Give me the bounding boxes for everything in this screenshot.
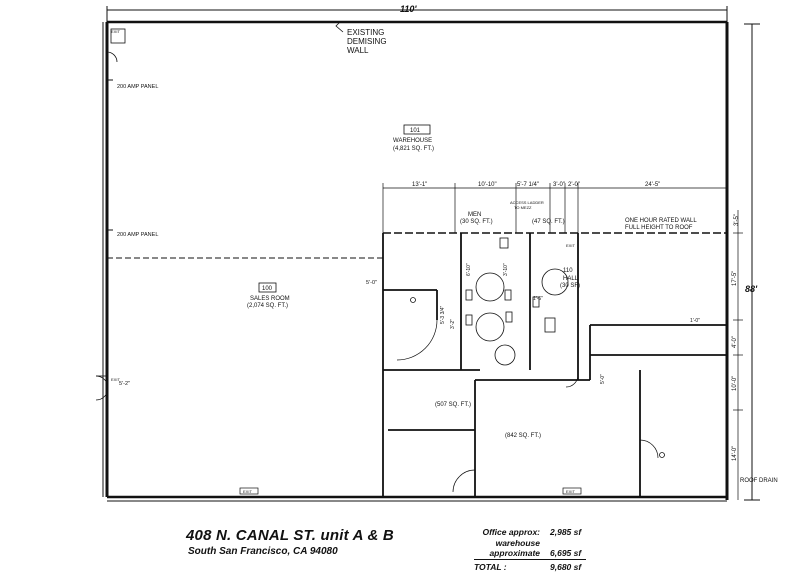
misc-dim-5-0b: 5'-0" bbox=[600, 374, 606, 384]
overall-width-label: 110' bbox=[400, 4, 417, 14]
hall-door-swing bbox=[565, 374, 579, 388]
dim-seg-2: 10'-10" bbox=[478, 182, 497, 188]
exit-door-top-left bbox=[106, 28, 126, 63]
exit-label-top: EXIT bbox=[111, 29, 120, 34]
ladder-line-2: TO MEZZ bbox=[514, 205, 532, 210]
area-label: approximate bbox=[489, 548, 540, 558]
right-dim-3: 4'-0" bbox=[732, 336, 738, 348]
demising-wall-line-1: EXISTING bbox=[347, 28, 384, 37]
office-a-area: (507 SQ. FT.) bbox=[435, 402, 471, 408]
demising-leader bbox=[335, 21, 344, 33]
women-area: (47 SQ. FT.) bbox=[532, 219, 565, 225]
misc-dim-1-6: 1'-6" bbox=[533, 296, 543, 302]
area-label: Office approx: bbox=[482, 527, 540, 537]
warehouse-number: 101 bbox=[410, 128, 421, 134]
area-value: 2,985 sf bbox=[550, 527, 582, 537]
restroom-fixtures bbox=[465, 237, 569, 366]
property-city: South San Francisco, CA 94080 bbox=[188, 546, 338, 557]
area-value: 6,695 sf bbox=[550, 548, 582, 558]
warehouse-name: WAREHOUSE bbox=[393, 138, 432, 144]
area-row: Office approx: 2,985 sf bbox=[470, 527, 600, 538]
total-label: TOTAL : bbox=[474, 562, 507, 572]
ladder-line-1: ACCESS LADDER bbox=[510, 200, 544, 205]
sales-door-swing bbox=[396, 319, 438, 361]
right-dimension-string bbox=[733, 210, 743, 500]
area-summary: Office approx: 2,985 sf warehouse approx… bbox=[470, 527, 600, 559]
rated-wall-text-2: FULL HEIGHT TO ROOF bbox=[625, 225, 693, 231]
right-dim-4: 10'-0" bbox=[732, 376, 738, 391]
misc-dim-1-0: 1'-0" bbox=[690, 318, 700, 324]
misc-dim-6-10: 6'-10" bbox=[466, 263, 472, 276]
misc-dim-3-2: 3'-2" bbox=[450, 319, 456, 329]
warehouse-tag bbox=[403, 124, 431, 135]
overall-depth-label: 88' bbox=[745, 284, 758, 294]
building-outline bbox=[102, 20, 729, 502]
men-name: MEN bbox=[468, 212, 481, 218]
office-b-area: (842 SQ. FT.) bbox=[505, 433, 541, 439]
bottom-exit-right bbox=[562, 487, 582, 495]
roof-drain-symbol bbox=[659, 452, 665, 458]
bottom-exit-right-label: EXIT bbox=[566, 489, 575, 494]
hall-area: (30 SF) bbox=[560, 283, 580, 289]
exit-door-lower-left bbox=[95, 375, 109, 401]
demising-wall-line-2: DEMISING bbox=[347, 37, 387, 46]
area-row: warehouse bbox=[470, 538, 600, 549]
sales-area: (2,074 SQ. FT.) bbox=[247, 303, 288, 309]
sales-tag bbox=[258, 282, 277, 293]
exit-label-lower: EXIT bbox=[111, 377, 120, 382]
overall-depth-dimension bbox=[744, 23, 760, 501]
total-divider bbox=[474, 559, 586, 560]
area-label: warehouse bbox=[495, 537, 540, 548]
misc-dim-5-0: 5'-0" bbox=[366, 280, 377, 286]
dim-seg-1: 13'-1" bbox=[412, 182, 427, 188]
panel-label-2: 200 AMP PANEL bbox=[117, 232, 158, 238]
misc-dim-5-3: 5'-3 3/4" bbox=[440, 305, 446, 324]
misc-dim-5-2: 5'-2" bbox=[119, 381, 130, 387]
right-dim-1: 3'-5" bbox=[734, 214, 740, 226]
demising-wall-line-3: WALL bbox=[347, 46, 369, 55]
dim-seg-3: 5'-7 1/4" bbox=[517, 182, 539, 188]
property-address: 408 N. CANAL ST. unit A & B bbox=[186, 527, 394, 544]
total-value: 9,680 sf bbox=[550, 562, 582, 572]
exit-label-hall: EXIT bbox=[566, 243, 575, 248]
bottom-exit-left bbox=[239, 487, 259, 495]
east-office-door-swing bbox=[639, 439, 659, 459]
office-walls bbox=[382, 233, 727, 497]
misc-dim-3-10: 3'-10" bbox=[503, 263, 509, 276]
panel-label-1: 200 AMP PANEL bbox=[117, 84, 158, 90]
hall-name: HALL bbox=[563, 276, 579, 282]
dim-seg-4: 3'-0" bbox=[553, 182, 565, 188]
right-dim-2: 17'-5" bbox=[732, 271, 738, 286]
roof-drain-label: ROOF DRAIN bbox=[740, 478, 778, 484]
office-door-swing bbox=[452, 469, 476, 493]
interior-dimension-string bbox=[382, 183, 727, 233]
rated-wall-text-1: ONE HOUR RATED WALL bbox=[625, 218, 697, 224]
overall-width-dimension bbox=[106, 6, 728, 22]
area-row: approximate 6,695 sf bbox=[470, 548, 600, 559]
bottom-exit-left-label: EXIT bbox=[243, 489, 252, 494]
dim-seg-6: 24'-5" bbox=[645, 182, 660, 188]
column-symbol bbox=[410, 297, 416, 303]
sales-name: SALES ROOM bbox=[250, 296, 290, 302]
warehouse-area: (4,821 SQ. FT.) bbox=[393, 146, 434, 152]
dim-seg-5: 2'-0" bbox=[568, 182, 580, 188]
men-area: (30 SQ. FT.) bbox=[460, 219, 493, 225]
right-dim-5: 14'-0" bbox=[732, 446, 738, 461]
total-row: TOTAL : 9,680 sf bbox=[474, 562, 581, 572]
sales-number: 100 bbox=[262, 286, 273, 292]
hall-number: 110 bbox=[563, 268, 573, 274]
